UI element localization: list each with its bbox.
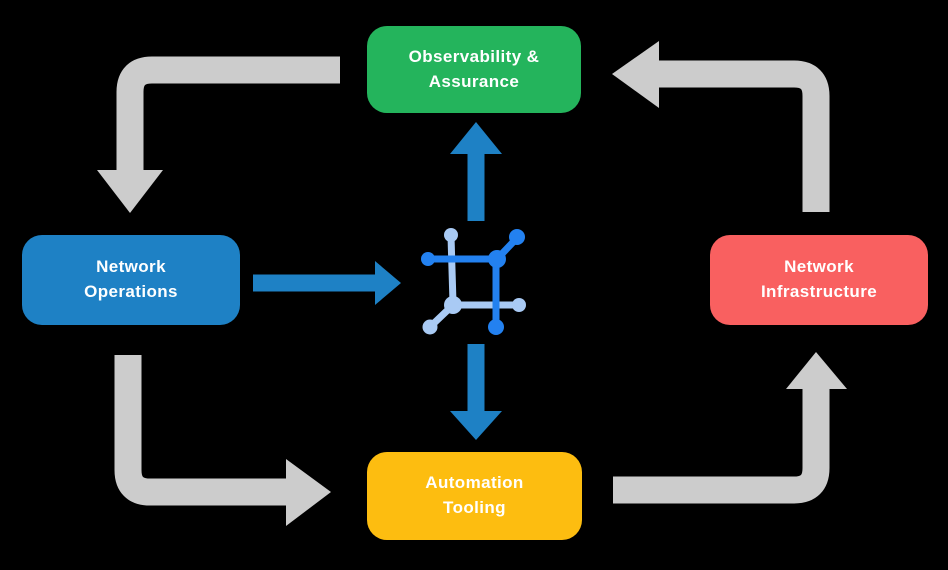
node-label: Network Operations [84,257,178,301]
icon-node-bottom [488,319,504,335]
arrow-shaft [613,388,830,504]
arrow-center-to-observability [450,122,502,221]
arrow-center-to-automation [450,344,502,440]
node-network-infrastructure: Network Infrastructure [710,235,928,325]
arrow-shaft [116,56,340,172]
arrow-shaft [658,60,830,212]
arrow-operations-to-automation [114,355,331,526]
icon-node-bottom-left [422,319,438,335]
icon-junction-top-right [488,250,506,268]
icon-edge-left [447,232,457,307]
node-observability-assurance: Observability & Assurance [367,26,581,113]
icon-node-top [444,228,458,242]
arrowhead-down-icon [97,170,163,213]
network-automation-icon [421,228,526,335]
arrow-observability-to-operations [97,56,340,213]
arrowhead-right-icon [375,261,401,305]
arrowhead-up-icon [786,352,847,389]
icon-node-top-right [509,229,525,245]
arrowhead-up-icon [450,122,502,154]
node-automation-tooling: Automation Tooling [367,452,582,540]
icon-junction-bottom-left [444,296,462,314]
node-label: Network Infrastructure [760,257,878,301]
icon-node-right [512,298,526,312]
arrow-automation-to-infrastructure [613,352,847,504]
node-network-operations: Network Operations [22,235,240,325]
arrowhead-left-icon [612,41,659,108]
arrow-shaft [114,355,287,506]
arrowhead-down-icon [450,411,502,440]
arrow-infrastructure-to-observability [612,41,830,212]
node-label: Observability & Assurance [408,46,540,91]
arrow-operations-to-center [253,261,401,305]
arrowhead-right-icon [286,459,331,526]
icon-node-left [421,252,435,266]
node-label: Automation Tooling [425,473,524,517]
